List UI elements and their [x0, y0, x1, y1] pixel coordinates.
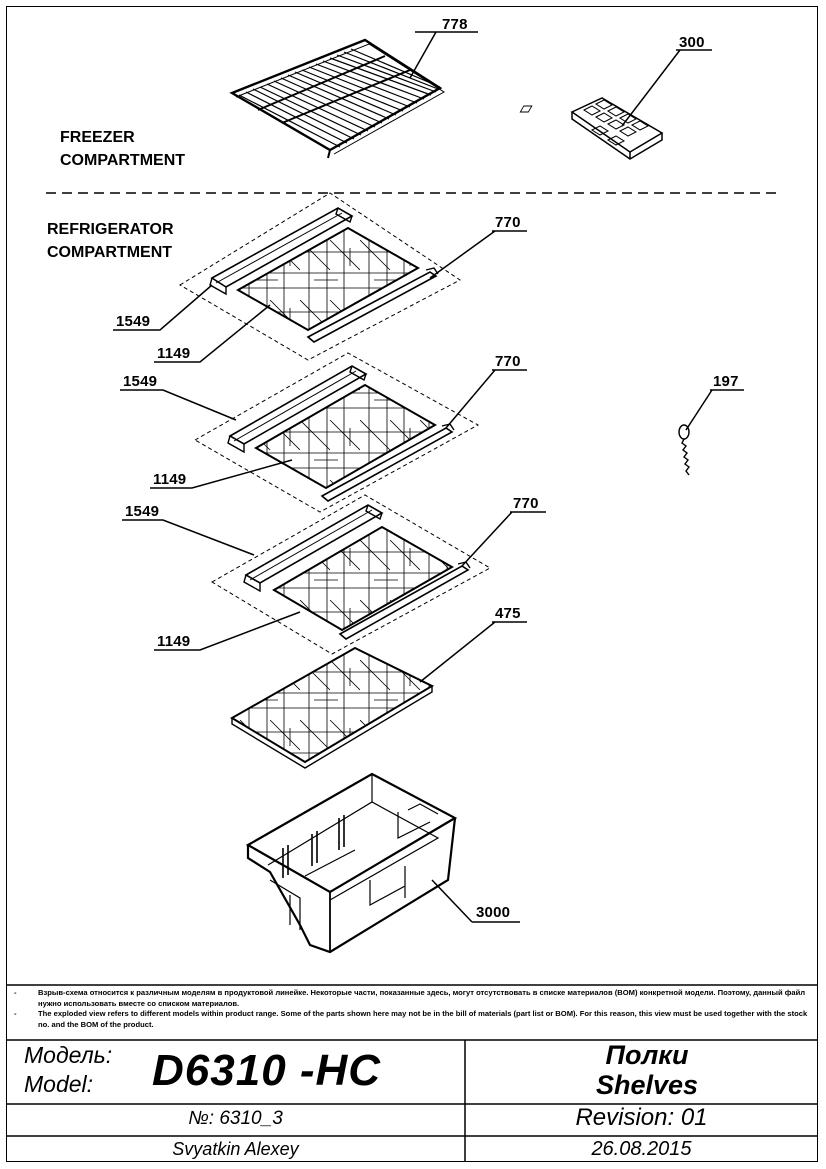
part-label-778: 778 [442, 16, 468, 33]
disclaimer-notes: - Взрыв-схема относится к различным моде… [14, 988, 810, 1030]
refrigerator-compartment-label: REFRIGERATOR COMPARTMENT [47, 221, 174, 261]
part-label-475: 475 [495, 605, 521, 622]
title-block: Модель: Model: D6310 -HC Полки Shelves №… [6, 1040, 818, 1162]
shelf-assembly-3 [211, 494, 492, 655]
part-label-300: 300 [679, 34, 705, 51]
note-russian: - Взрыв-схема относится к различным моде… [14, 988, 806, 1008]
model-label-en: Model: [24, 1071, 94, 1097]
part-label-1149-2: 1149 [153, 471, 187, 488]
part-label-770-3: 770 [513, 495, 539, 512]
part-label-3000: 3000 [476, 904, 511, 921]
part-label-1149-1: 1149 [157, 345, 191, 362]
part-label-1549-1: 1549 [116, 313, 151, 330]
revision: Revision: 01 [575, 1104, 708, 1131]
glass-shelf-475 [230, 646, 435, 769]
ice-tray-300 [519, 97, 664, 160]
drawing-title: Полки Shelves [476, 1040, 818, 1100]
part-label-770-2: 770 [495, 353, 521, 370]
title-ru: Полки [605, 1040, 689, 1070]
author: Svyatkin Alexey [172, 1139, 299, 1159]
leader-lines [113, 31, 744, 923]
crisper-drawer-3000 [245, 772, 458, 954]
part-label-197: 197 [713, 373, 739, 390]
chain-197 [678, 424, 690, 476]
drawing-number: №: 6310_3 [188, 1108, 283, 1129]
title-block-grid [6, 984, 818, 1162]
part-label-1149-3: 1149 [157, 633, 191, 650]
part-label-770-1: 770 [495, 214, 521, 231]
shelf-assembly-1 [179, 192, 461, 361]
title-en: Shelves [595, 1070, 699, 1100]
note-english: - The exploded view refers to different … [14, 1009, 808, 1029]
date: 26.08.2015 [591, 1138, 692, 1160]
shelf-assembly-2 [193, 352, 480, 513]
freezer-compartment-label: FREEZER COMPARTMENT [60, 129, 186, 169]
part-label-1549-2: 1549 [123, 373, 158, 390]
model-number: D6310 -HC [152, 1046, 382, 1095]
wire-shelf-778 [229, 38, 445, 159]
drawing-frame [6, 6, 818, 1162]
model-label-ru: Модель: [24, 1042, 113, 1068]
part-label-1549-3: 1549 [125, 503, 160, 520]
